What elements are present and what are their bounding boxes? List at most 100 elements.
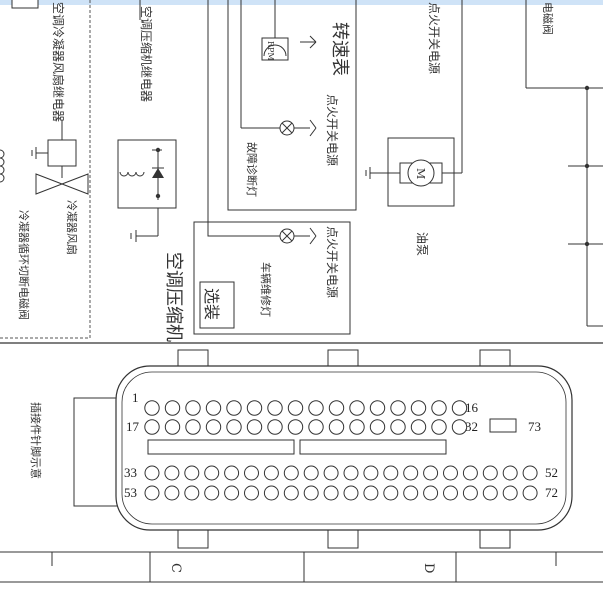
connector-pin: [164, 419, 181, 435]
pin-label-32: 32: [465, 419, 478, 434]
connector-pin: [369, 419, 386, 435]
connector-pin: [403, 485, 419, 501]
connector-pin: [403, 465, 419, 481]
connector-pin: [343, 485, 359, 501]
fault-lamp-label: 故障诊断灯: [245, 142, 259, 197]
pin-label-52: 52: [545, 465, 558, 480]
connector-pin: [303, 465, 319, 481]
ignition-relay-label-2: 点火开关电源: [325, 226, 339, 298]
connector-pin: [383, 485, 399, 501]
bottom-ruler: [0, 551, 603, 583]
connector-pin: [349, 419, 365, 435]
ignition-relay-label-1: 点火开关电源: [325, 94, 339, 166]
connector-pin: [502, 465, 518, 481]
optional-label: 选装: [202, 288, 221, 320]
connector-pin: [224, 485, 240, 501]
connector-pin: [184, 485, 200, 501]
connector-pin: [164, 465, 180, 481]
connector-pin: [323, 485, 339, 501]
connector-pin: [431, 419, 447, 435]
connector-title: 插接件针脚示意: [29, 402, 43, 479]
fan-label: 冷凝器风扇: [65, 200, 79, 255]
connector-pin: [185, 400, 201, 416]
connector-pin: [451, 419, 468, 435]
connector-pin: [462, 485, 478, 501]
connector-pin: [383, 465, 399, 481]
connector-pin: [308, 419, 324, 435]
connector-pin: [287, 419, 304, 435]
pin-label-53: 53: [124, 485, 137, 500]
rpm-label: RPM: [266, 41, 275, 61]
connector-pin: [246, 400, 263, 416]
connector-pin: [224, 465, 240, 481]
connector-pin: [144, 485, 160, 501]
connector-pin: [328, 419, 345, 435]
connector-pin: [410, 400, 427, 416]
solenoid-valve-label: 冷凝器循环切断电磁阀: [17, 210, 31, 320]
pin-label-17: 17: [126, 419, 140, 434]
connector-pin: [308, 400, 324, 416]
tachometer-box: [227, 0, 357, 211]
connector-pin: [205, 419, 222, 435]
connector-pin: [522, 485, 538, 501]
connector-pin: [263, 485, 279, 501]
top-accent-bar: [0, 0, 603, 5]
connector-pin: [246, 419, 263, 435]
pin-label-33: 33: [124, 465, 137, 480]
pin-label-1: 1: [132, 390, 139, 405]
connector-pin: [303, 485, 319, 501]
solenoid-top-label: 电磁阀: [541, 2, 555, 35]
connector-pin: [349, 400, 365, 416]
connector-pin: [443, 465, 458, 481]
section-d-label: D: [421, 563, 436, 573]
vehicle-lamp-box: [193, 0, 351, 335]
connector-pin: [283, 485, 299, 501]
connector-pin: [443, 485, 458, 501]
connector-pin: [184, 465, 200, 481]
connector-pin: [164, 485, 180, 501]
motor-label: M: [414, 168, 427, 179]
connector-pin: [323, 465, 339, 481]
compressor-relay-label: 空调压缩机继电器: [139, 6, 154, 102]
connector-pin: [287, 400, 304, 416]
pin-label-16: 16: [465, 400, 479, 415]
connector-pin: [462, 465, 478, 481]
connector-pin: [431, 400, 447, 416]
pin-73-slot: [489, 418, 517, 433]
connector-pin: [185, 419, 201, 435]
connector-pin: [482, 485, 498, 501]
connector-diagram: [73, 349, 573, 549]
compressor-relay: [117, 0, 177, 242]
connector-pin: [390, 400, 406, 416]
connector-pin: [244, 485, 259, 501]
fan-section: [0, 0, 91, 339]
connector-pin: [390, 419, 406, 435]
pin-rows: [144, 400, 538, 501]
connector-pin: [204, 485, 220, 501]
connector-pin: [144, 465, 160, 481]
tachometer-label: 转速表: [329, 22, 350, 76]
pin-label-72: 72: [545, 485, 558, 500]
section-c-label: C: [168, 563, 183, 573]
connector-pin: [283, 465, 299, 481]
connector-pin: [263, 465, 279, 481]
connector-pin: [502, 485, 518, 501]
connector-pin: [363, 465, 379, 481]
compressor-label: 空调压缩机: [163, 252, 184, 342]
connector-pin: [267, 400, 283, 416]
connector-pin: [205, 400, 222, 416]
right-bus: [525, 0, 603, 327]
connector-pin: [267, 419, 283, 435]
connector-pin: [410, 419, 427, 435]
connector-pin: [522, 465, 538, 481]
connector-pin: [226, 400, 242, 416]
connector-pin: [204, 465, 220, 481]
connector-pin: [144, 419, 160, 435]
connector-pin: [423, 485, 439, 501]
connector-pin: [226, 419, 242, 435]
fan-relay-label: 空调冷凝器风扇继电器: [51, 2, 66, 122]
fuel-pump: [365, 0, 463, 207]
connector-pin: [244, 465, 259, 481]
connector-pin: [343, 465, 359, 481]
